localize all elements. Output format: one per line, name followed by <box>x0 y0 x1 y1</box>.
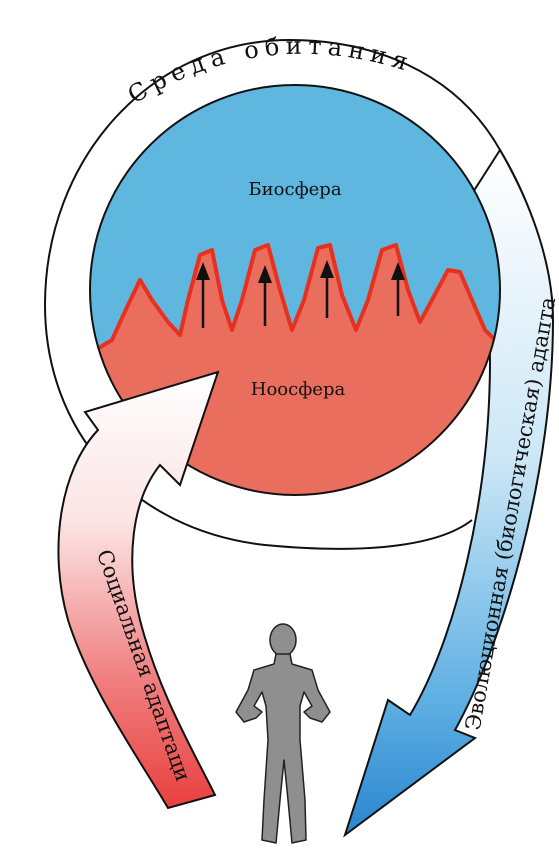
noosphere-label: Ноосфера <box>251 379 346 400</box>
human-silhouette-icon <box>236 624 330 843</box>
biosphere-label: Биосфера <box>248 179 341 200</box>
